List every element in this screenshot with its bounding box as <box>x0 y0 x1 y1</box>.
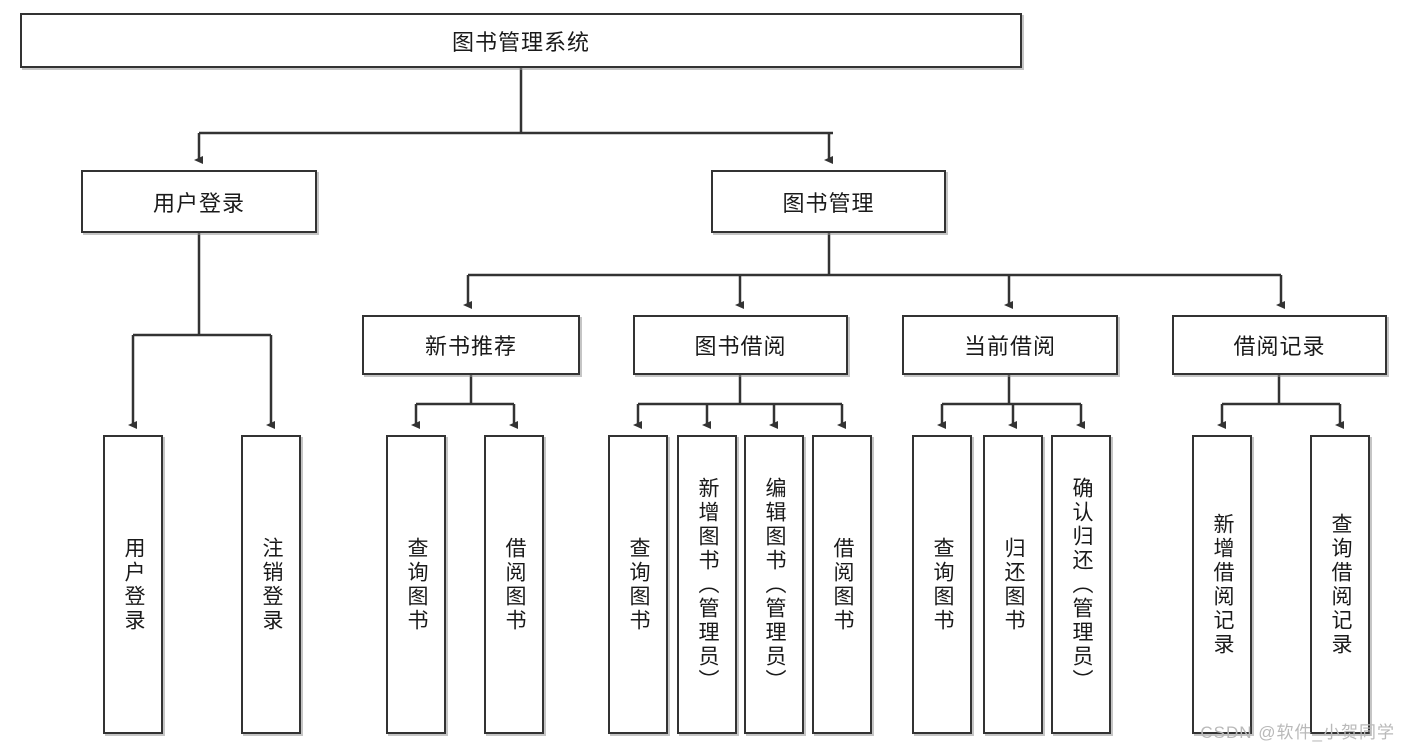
watermark: CSDN @软件_小贺同学 <box>1200 723 1395 742</box>
node-leaf-user-login[interactable]: 用户登录 <box>103 435 163 734</box>
node-root-label: 图书管理系统 <box>451 29 590 55</box>
node-user-login-label: 用户登录 <box>152 190 245 216</box>
node-new-book-recommend[interactable]: 新书推荐 <box>362 315 580 375</box>
node-leaf-query-book-2[interactable]: 查询图书 <box>608 435 668 734</box>
node-borrow-record-label: 借阅记录 <box>1233 334 1326 359</box>
node-leaf-add-borrow-record-label: 新增借阅记录 <box>1211 512 1235 657</box>
node-leaf-query-borrow-record[interactable]: 查询借阅记录 <box>1310 435 1370 734</box>
node-book-borrow-label: 图书借阅 <box>694 334 787 359</box>
node-leaf-query-borrow-record-label: 查询借阅记录 <box>1329 512 1353 657</box>
node-leaf-borrow-book-2-label: 借阅图书 <box>831 536 855 633</box>
node-leaf-add-borrow-record[interactable]: 新增借阅记录 <box>1192 435 1252 734</box>
node-borrow-record[interactable]: 借阅记录 <box>1172 315 1387 375</box>
node-current-borrow-label: 当前借阅 <box>963 334 1056 359</box>
node-book-borrow[interactable]: 图书借阅 <box>633 315 848 375</box>
node-leaf-borrow-book-1[interactable]: 借阅图书 <box>484 435 544 734</box>
node-leaf-query-book-1-label: 查询图书 <box>405 536 429 633</box>
node-leaf-logout-login-label: 注销登录 <box>260 536 284 633</box>
node-book-manage[interactable]: 图书管理 <box>711 170 946 233</box>
node-leaf-return-book[interactable]: 归还图书 <box>983 435 1043 734</box>
node-leaf-add-book-admin[interactable]: 新增图书（管理员） <box>677 435 737 734</box>
node-leaf-user-login-label: 用户登录 <box>122 536 146 633</box>
node-root[interactable]: 图书管理系统 <box>20 13 1022 68</box>
node-book-manage-label: 图书管理 <box>782 190 875 216</box>
node-leaf-query-book-2-label: 查询图书 <box>627 536 651 633</box>
node-leaf-query-book-1[interactable]: 查询图书 <box>386 435 446 734</box>
node-leaf-logout-login[interactable]: 注销登录 <box>241 435 301 734</box>
node-leaf-query-book-3[interactable]: 查询图书 <box>912 435 972 734</box>
node-leaf-return-book-label: 归还图书 <box>1002 536 1026 633</box>
node-leaf-borrow-book-2[interactable]: 借阅图书 <box>812 435 872 734</box>
node-leaf-borrow-book-1-label: 借阅图书 <box>503 536 527 633</box>
node-leaf-query-book-3-label: 查询图书 <box>931 536 955 633</box>
node-user-login[interactable]: 用户登录 <box>81 170 317 233</box>
node-leaf-confirm-return-admin[interactable]: 确认归还（管理员） <box>1051 435 1111 734</box>
node-leaf-confirm-return-admin-label: 确认归还（管理员） <box>1070 476 1094 693</box>
node-leaf-edit-book-admin[interactable]: 编辑图书（管理员） <box>744 435 804 734</box>
node-leaf-edit-book-admin-label: 编辑图书（管理员） <box>763 476 787 693</box>
node-current-borrow[interactable]: 当前借阅 <box>902 315 1118 375</box>
node-new-book-recommend-label: 新书推荐 <box>424 334 517 359</box>
node-leaf-add-book-admin-label: 新增图书（管理员） <box>696 476 720 693</box>
